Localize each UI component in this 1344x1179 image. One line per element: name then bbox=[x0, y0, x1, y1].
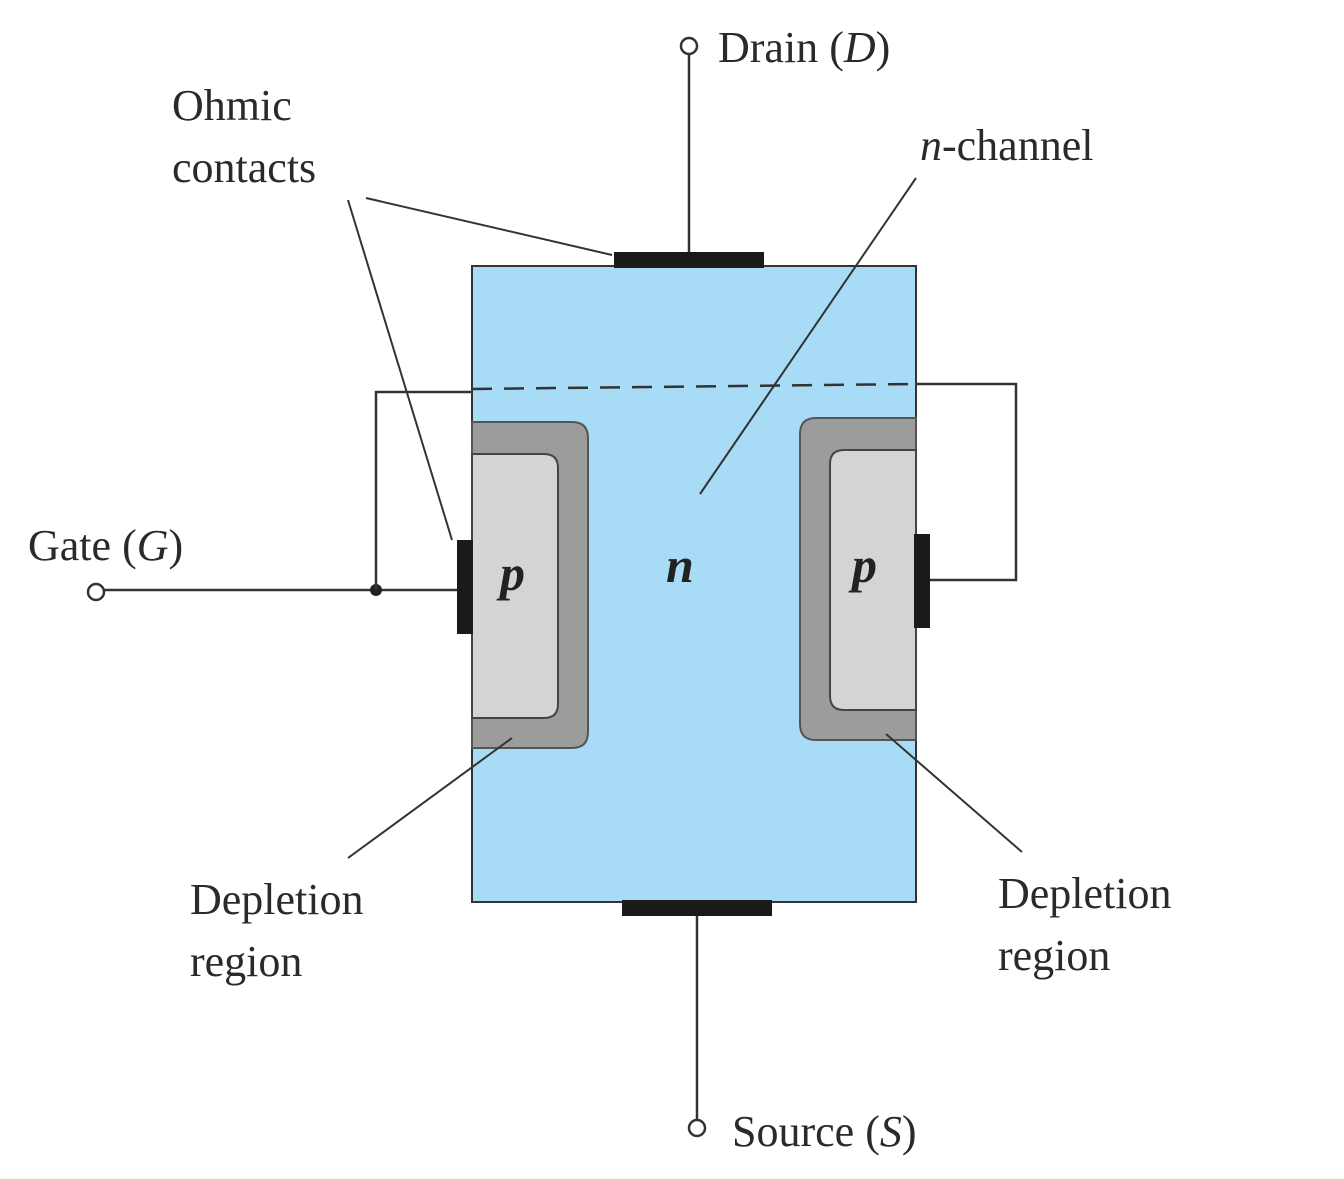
depletion-right-label-line2: region bbox=[998, 931, 1110, 980]
gate-interconnect-left bbox=[374, 390, 472, 590]
p-region-left-label: p bbox=[496, 545, 525, 601]
depletion-left-label-line2: region bbox=[190, 937, 302, 986]
gate-interconnect-hidden bbox=[471, 382, 917, 391]
n-channel-label: n-channel bbox=[920, 121, 1093, 170]
source-label: Source (S) bbox=[732, 1107, 917, 1156]
drain-label: Drain (D) bbox=[718, 23, 890, 72]
depletion-left-label-line1: Depletion bbox=[190, 875, 364, 924]
p-region-left bbox=[471, 453, 559, 719]
ohmic-leader-gate bbox=[347, 199, 453, 541]
source-contact bbox=[622, 900, 772, 916]
p-region-right bbox=[829, 449, 917, 711]
gate-terminal bbox=[86, 582, 106, 602]
source-terminal bbox=[687, 1118, 707, 1138]
gate-contact-left bbox=[457, 540, 473, 634]
depletion-right-label-line1: Depletion bbox=[998, 869, 1172, 918]
drain-terminal bbox=[679, 36, 699, 56]
ohmic-leader-top bbox=[365, 197, 613, 256]
ohmic-contacts-label-line2: contacts bbox=[172, 143, 316, 192]
depletion-leader-left bbox=[347, 737, 513, 859]
gate-interconnect-right bbox=[916, 382, 1018, 582]
n-region-label: n bbox=[666, 537, 694, 593]
ohmic-contacts-label-line1: Ohmic bbox=[172, 81, 292, 130]
gate-contact-right bbox=[914, 534, 930, 628]
drain-contact bbox=[614, 252, 764, 268]
gate-label: Gate (G) bbox=[28, 521, 183, 570]
depletion-leader-right bbox=[885, 733, 1023, 853]
n-channel-leader bbox=[699, 177, 917, 495]
p-region-right-label: p bbox=[848, 537, 877, 593]
